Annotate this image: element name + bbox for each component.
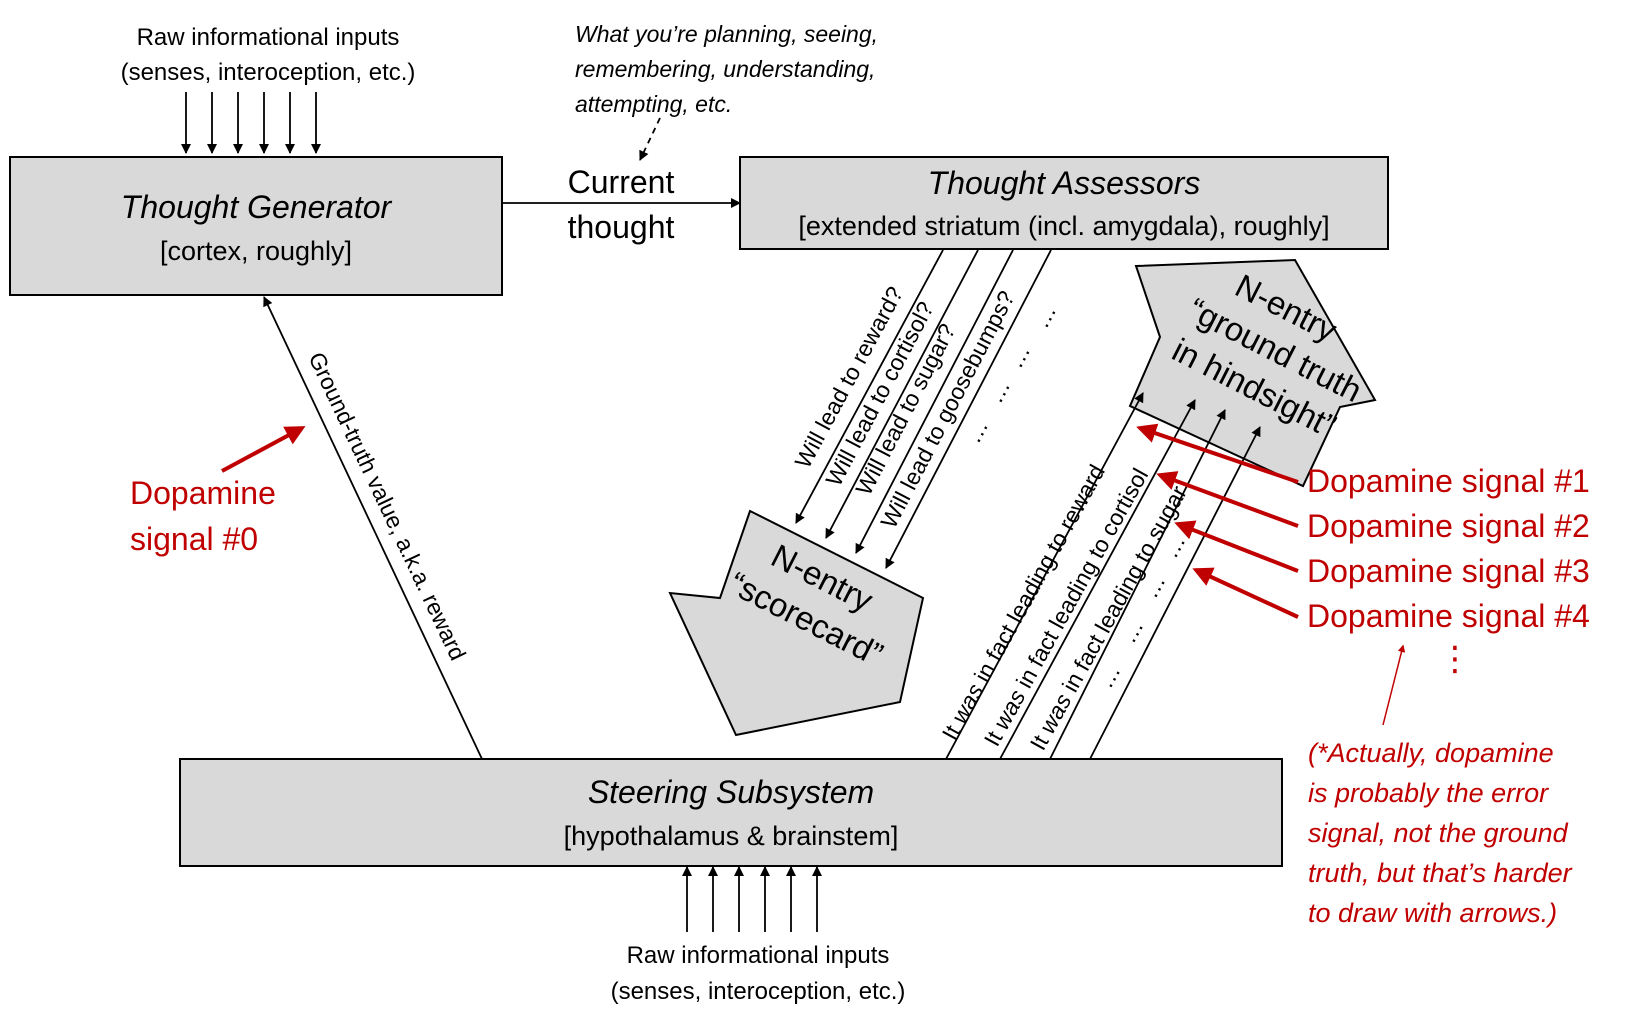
hindsight-arrow: N-entry “ground truth in hindsight” (1128, 258, 1377, 488)
planning-note-line3: attempting, etc. (575, 91, 732, 117)
top-inputs-line1: Raw informational inputs (137, 24, 400, 51)
steering-subsystem-title: Steering Subsystem (588, 774, 874, 810)
hindsight-labels: It was in fact leading to reward It was … (937, 460, 1192, 754)
assessor-labels: Will lead to reward? Will lead to cortis… (790, 282, 1020, 532)
dopamine-signal-2: Dopamine signal #2 (1307, 508, 1590, 544)
planning-note-line2: remembering, understanding, (575, 56, 875, 82)
scorecard-arrow: N-entry “scorecard” (668, 509, 925, 737)
planning-note-dashed-arrow (639, 117, 661, 161)
thought-generator-subtitle: [cortex, roughly] (160, 236, 352, 266)
planning-note-line1: What you’re planning, seeing, (575, 21, 878, 47)
current-thought-line2: thought (568, 209, 675, 245)
planning-note: What you’re planning, seeing, rememberin… (575, 21, 878, 117)
bottom-raw-inputs: Raw informational inputs (senses, intero… (611, 866, 906, 1005)
steering-subsystem-box: Steering Subsystem [hypothalamus & brain… (179, 758, 1283, 867)
dopamine-signal-arrows (1136, 423, 1299, 619)
dopamine-signal-4: Dopamine signal #4 (1307, 598, 1590, 634)
thought-assessors-title: Thought Assessors (928, 165, 1201, 201)
footnote-line4: truth, but that’s harder (1308, 858, 1573, 888)
assessor-ellipsis-2: … (1001, 340, 1035, 373)
bottom-input-arrows (682, 866, 822, 932)
footnote-line1: (*Actually, dopamine (1308, 738, 1554, 768)
assessor-ellipsis-4: … (959, 415, 993, 448)
footnote-pointer (1382, 644, 1406, 726)
bottom-inputs-line2: (senses, interoception, etc.) (611, 978, 906, 1005)
dopamine-vertical-ellipsis: ⋮ (1438, 640, 1472, 678)
assessor-arrows (795, 249, 1052, 569)
dopamine0-line2: signal #0 (130, 521, 258, 557)
footnote-line5: to draw with arrows.) (1308, 898, 1557, 928)
top-inputs-line2: (senses, interoception, etc.) (121, 59, 416, 86)
ground-truth-arrow (263, 296, 483, 760)
top-input-arrows (181, 92, 321, 154)
dopamine0-arrow (221, 426, 306, 473)
footnote-line3: signal, not the ground (1308, 818, 1569, 848)
top-raw-inputs: Raw informational inputs (senses, intero… (121, 24, 416, 154)
dopamine-signal-labels: Dopamine signal #1 Dopamine signal #2 Do… (1307, 463, 1590, 678)
thought-generator-box: Thought Generator [cortex, roughly] (9, 156, 503, 296)
thought-assessors-subtitle: [extended striatum (incl. amygdala), rou… (798, 211, 1329, 241)
dopamine-signal-1: Dopamine signal #1 (1307, 463, 1590, 499)
footnote-line2: is probably the error (1308, 778, 1549, 808)
bottom-inputs-line1: Raw informational inputs (627, 942, 890, 969)
steering-subsystem-subtitle: [hypothalamus & brainstem] (564, 821, 899, 851)
current-thought-line1: Current (568, 164, 675, 200)
dopamine0-line1: Dopamine (130, 475, 276, 511)
footnote: (*Actually, dopamine is probably the err… (1308, 738, 1573, 928)
assessor-ellipsis-1: … (1027, 300, 1061, 333)
assessor-ellipsis-3: … (981, 375, 1015, 408)
dopamine-signal-3: Dopamine signal #3 (1307, 553, 1590, 589)
ground-truth-label: Ground-truth value, a.k.a. reward (303, 348, 471, 664)
thought-generator-title: Thought Generator (121, 189, 393, 225)
thought-assessors-box: Thought Assessors [extended striatum (in… (739, 156, 1389, 250)
hindsight-arrows (945, 392, 1261, 760)
